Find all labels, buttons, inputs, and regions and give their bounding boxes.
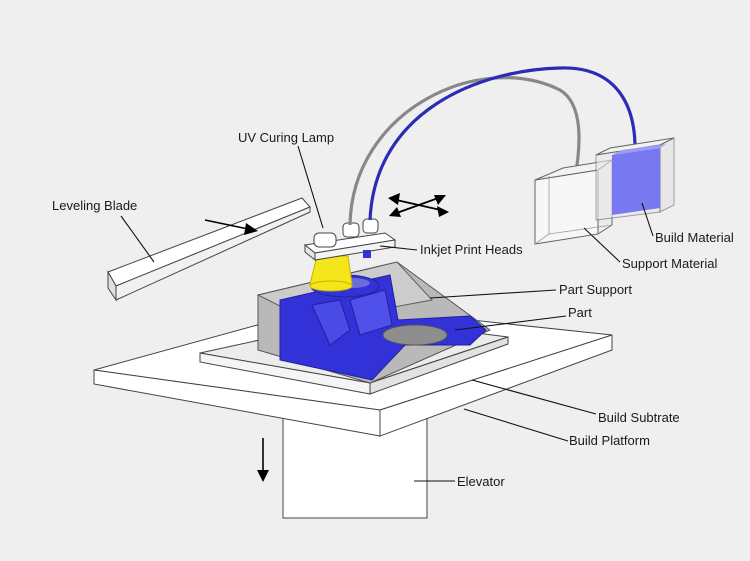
support-material-tube: [348, 76, 581, 226]
label-uv-curing-lamp: UV Curing Lamp: [238, 130, 334, 145]
right-arrow-icon: [204, 219, 258, 235]
leveling-blade: [107, 197, 311, 302]
move-xy-arrows-icon: [388, 193, 449, 217]
label-build-subtrate: Build Subtrate: [598, 410, 680, 425]
build-material-tube: [368, 66, 637, 221]
label-part-support: Part Support: [559, 282, 632, 297]
leader-lines: [120, 145, 654, 482]
label-support-material: Support Material: [622, 256, 717, 271]
label-build-material: Build Material: [655, 230, 734, 245]
inkjet-print-heads: [303, 218, 397, 262]
down-arrow-icon: [257, 438, 269, 482]
label-inkjet-print-heads: Inkjet Print Heads: [420, 242, 523, 257]
label-build-platform: Build Platform: [569, 433, 650, 448]
label-elevator: Elevator: [457, 474, 505, 489]
label-part: Part: [568, 305, 592, 320]
part: [279, 274, 487, 381]
uv-lamp-cone: [309, 255, 353, 292]
label-leveling-blade: Leveling Blade: [52, 198, 137, 213]
build-material-cartridge: [595, 137, 675, 221]
